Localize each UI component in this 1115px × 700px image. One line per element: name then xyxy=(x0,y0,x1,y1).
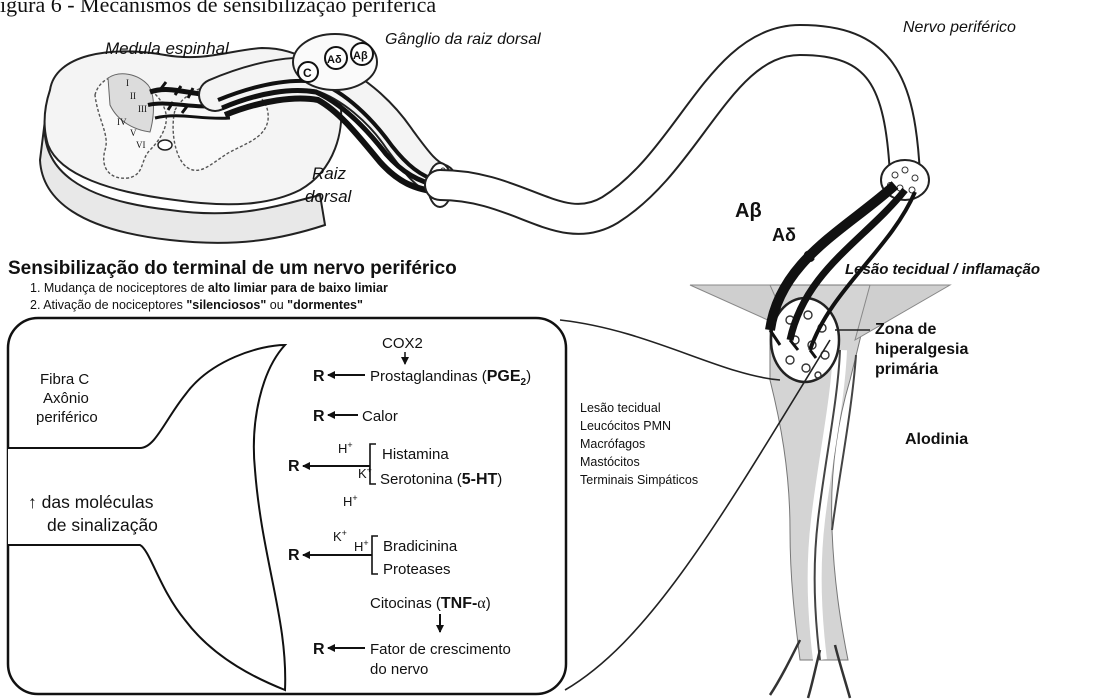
dorsal-root-ganglion: C Aδ Aβ xyxy=(293,34,377,90)
label-ganglio: Gânglio da raiz dorsal xyxy=(385,31,541,48)
receptor-r1: R xyxy=(313,368,325,385)
sensitization-point-1: 1. Mudança de nociceptores de alto limia… xyxy=(30,281,388,295)
source-lesao: Lesão tecidual xyxy=(580,401,661,415)
fiber-abeta-label: Aβ xyxy=(353,50,368,62)
source-mastocitos: Mastócitos xyxy=(580,455,640,469)
label-axonio: Axônio xyxy=(43,390,89,407)
sensitization-point-2: 2. Ativação de nociceptores "silenciosos… xyxy=(30,298,363,312)
lamina-vi: VI xyxy=(136,140,146,150)
label-cox2: COX2 xyxy=(382,335,423,352)
label-lesion: Lesão tecidual / inflamação xyxy=(845,261,1040,278)
label-dorsal: dorsal xyxy=(305,187,353,206)
receptor-r4: R xyxy=(288,547,300,564)
label-proteases: Proteases xyxy=(383,561,451,578)
label-citocinas: Citocinas (TNF-α) xyxy=(370,595,491,612)
label-fator-1: Fator de crescimento xyxy=(370,641,511,658)
label-medula: Medula espinhal xyxy=(105,39,230,58)
fiber-abeta-leg-label: Aβ xyxy=(735,200,762,222)
lamina-iii: III xyxy=(138,104,147,114)
fiber-c-leg-label: C xyxy=(803,247,815,266)
peripheral-nerve xyxy=(440,40,929,219)
lamina-v: V xyxy=(130,128,137,138)
receptor-r3: R xyxy=(288,458,300,475)
lamina-ii: II xyxy=(130,91,136,101)
figure-caption: igura 6 - Mecanismos de sensibilização p… xyxy=(0,0,436,17)
label-bradicinina: Bradicinina xyxy=(383,538,458,555)
label-sinalizacao: de sinalização xyxy=(47,515,158,535)
label-zona-2: hiperalgesia xyxy=(875,341,968,358)
fiber-c-label: C xyxy=(303,66,312,80)
label-zona-3: primária xyxy=(875,361,938,378)
label-periferico: periférico xyxy=(36,409,98,426)
label-raiz: Raiz xyxy=(312,164,347,183)
fiber-adelta-leg-label: Aδ xyxy=(772,225,796,245)
label-moleculas: ↑ das moléculas xyxy=(28,492,154,512)
label-fibra-c: Fibra C xyxy=(40,371,89,388)
connector-top xyxy=(560,320,780,380)
label-serotonina: Serotonina (5-HT) xyxy=(380,471,502,488)
receptor-r2: R xyxy=(313,408,325,425)
label-histamina: Histamina xyxy=(382,446,449,463)
fiber-adelta-label: Aδ xyxy=(327,54,342,66)
label-zona-1: Zona de xyxy=(875,321,936,338)
source-leucocitos: Leucócitos PMN xyxy=(580,419,671,433)
lamina-i: I xyxy=(126,78,129,88)
source-terminais: Terminais Simpáticos xyxy=(580,473,698,487)
sensitization-title: Sensibilização do terminal de um nervo p… xyxy=(8,258,457,279)
source-macrofagos: Macrófagos xyxy=(580,437,645,451)
label-calor: Calor xyxy=(362,408,398,425)
receptor-r5: R xyxy=(313,641,325,658)
label-nervo: Nervo periférico xyxy=(903,19,1016,36)
lamina-iv: IV xyxy=(117,117,127,127)
label-alodinia: Alodinia xyxy=(905,431,968,448)
label-fator-2: do nervo xyxy=(370,661,428,678)
